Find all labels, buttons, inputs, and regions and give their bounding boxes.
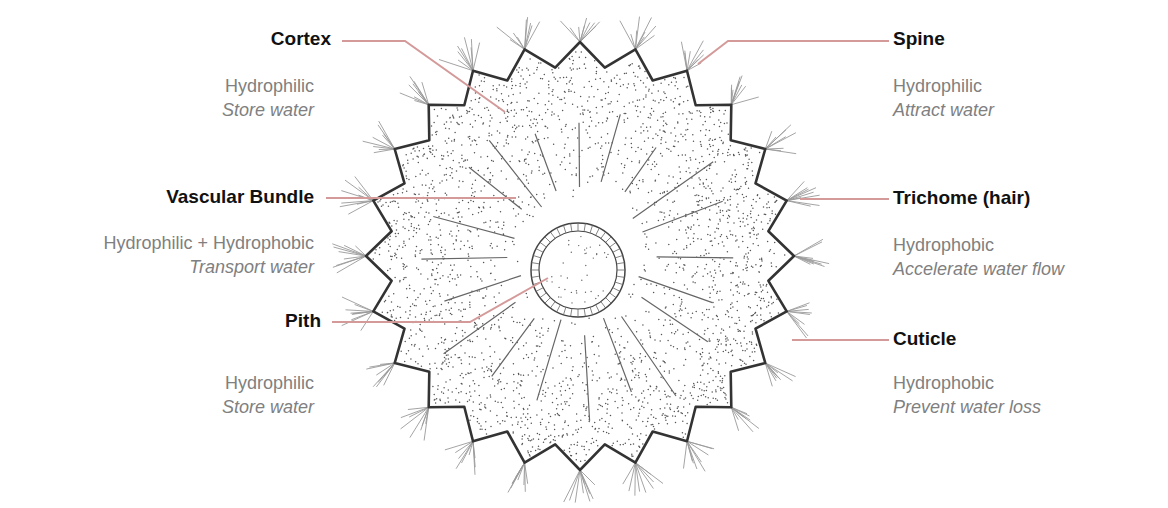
part-name: Cuticle [893, 328, 956, 351]
function: Attract water [893, 100, 994, 122]
part-name: Trichome (hair) [893, 187, 1030, 210]
leader-line [342, 41, 505, 112]
vascular-bundles [421, 114, 733, 420]
function: Prevent water loss [893, 397, 1041, 419]
cactus-body [366, 42, 794, 470]
pith-dots [547, 237, 608, 303]
pith-ring-ticks [531, 223, 625, 317]
leader-line [792, 339, 889, 341]
pith-ring [531, 223, 625, 317]
function: Accelerate water flow [893, 259, 1064, 281]
property: Hydrophilic [893, 76, 982, 98]
stipple [373, 52, 784, 461]
function: Transport water [189, 257, 314, 279]
part-name: Vascular Bundle [166, 186, 314, 209]
property: Hydrophobic [893, 235, 994, 257]
leader-line [332, 278, 548, 322]
property: Hydrophilic [225, 373, 314, 395]
leader-line [698, 41, 889, 64]
property: Hydrophilic + Hydrophobic [103, 233, 314, 255]
part-name: Cortex [271, 28, 331, 51]
leader-line [800, 198, 889, 200]
cuticle-outline [366, 42, 794, 470]
function: Store water [222, 100, 314, 122]
pith [539, 231, 617, 309]
part-name: Pith [285, 310, 321, 333]
part-name: Spine [893, 28, 945, 51]
property: Hydrophilic [225, 76, 314, 98]
leader-line [326, 197, 516, 199]
function: Store water [222, 397, 314, 419]
spines [332, 17, 829, 503]
property: Hydrophobic [893, 373, 994, 395]
